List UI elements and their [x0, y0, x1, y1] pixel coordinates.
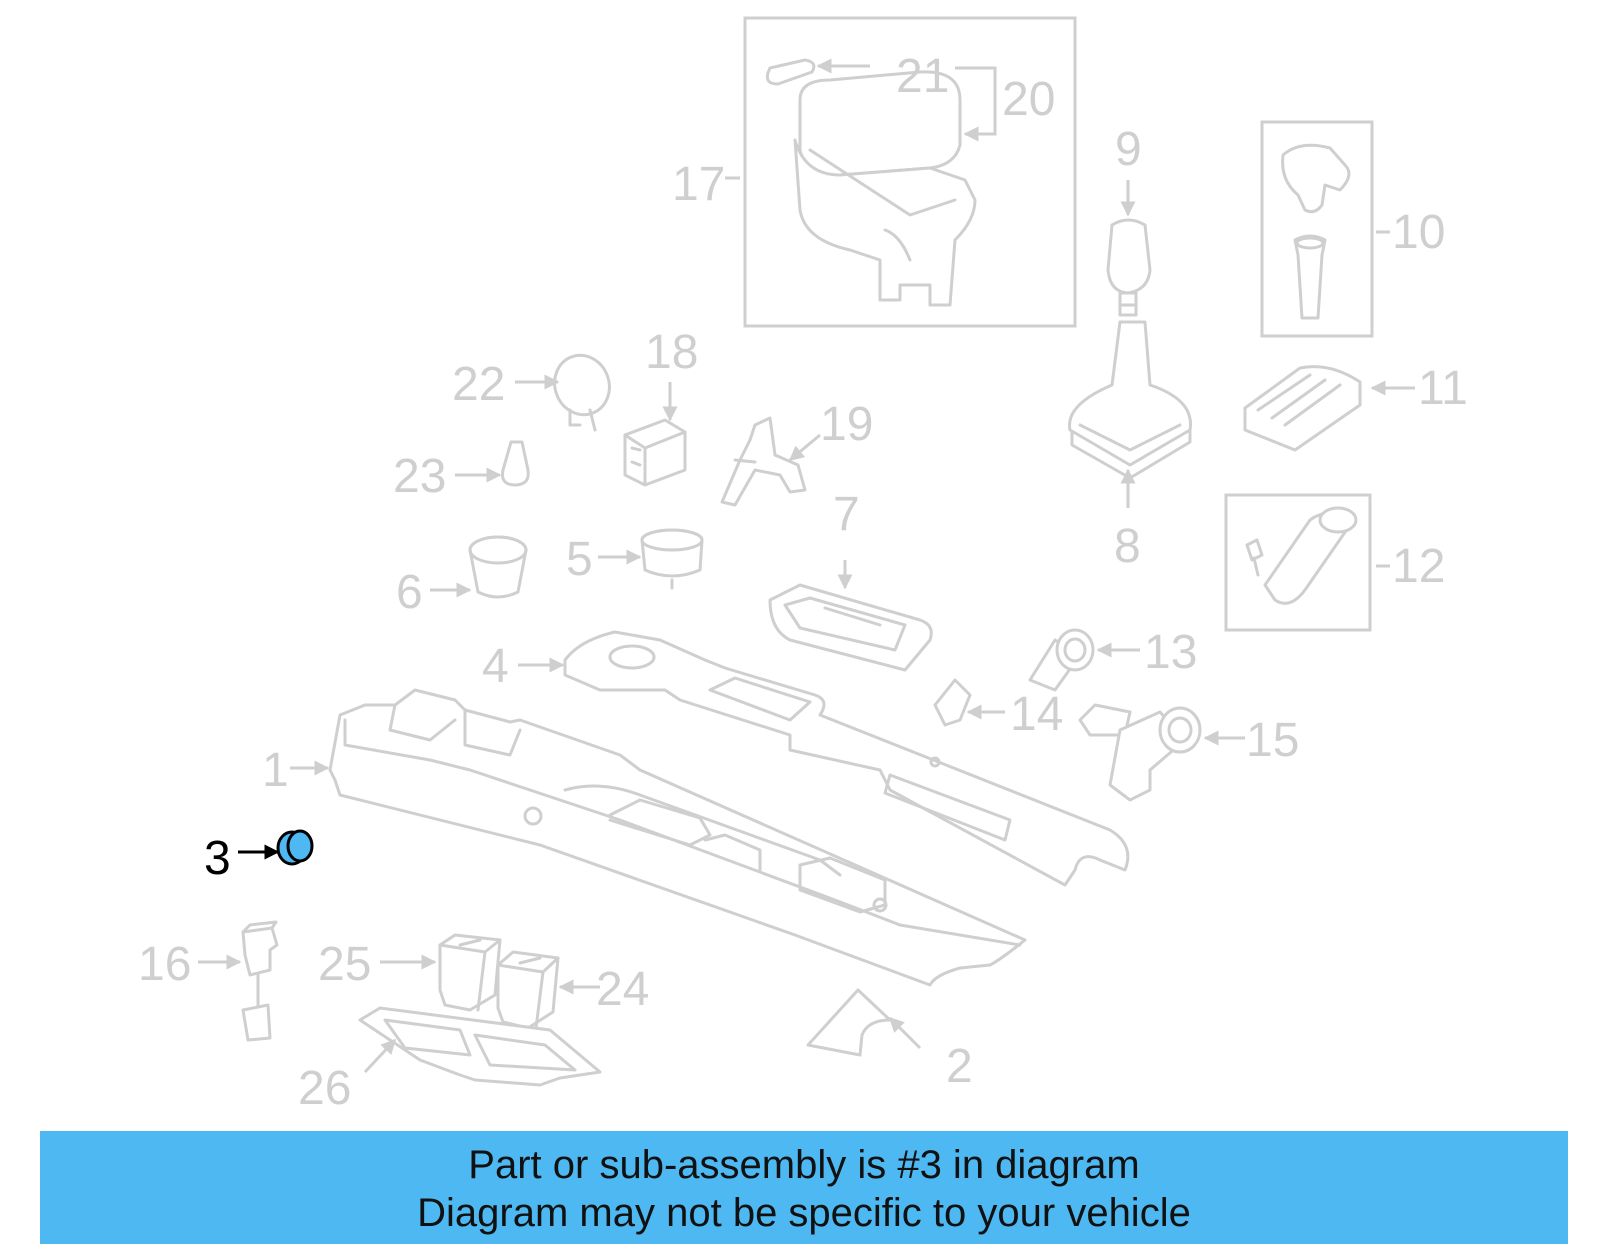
callout-3-highlighted: 3	[204, 832, 231, 885]
callout-22: 22	[452, 358, 505, 411]
part-6-cup-holder	[468, 535, 528, 599]
callout-12: 12	[1392, 540, 1445, 593]
part-18-switch	[623, 418, 687, 487]
part-11-shift-indicator	[1243, 365, 1362, 452]
callout-14: 14	[1010, 688, 1063, 741]
callout-21: 21	[896, 50, 949, 103]
callout-17: 17	[672, 158, 725, 211]
part-22-cap	[553, 353, 611, 432]
callout-6: 6	[396, 566, 423, 619]
part-4-console-trim	[563, 630, 1130, 887]
part-23-plug	[501, 440, 530, 487]
callout-24: 24	[596, 963, 649, 1016]
callout-8: 8	[1114, 520, 1141, 573]
callout-23: 23	[393, 450, 446, 503]
part-1-center-console	[328, 688, 1027, 987]
part-2-trim-piece	[806, 988, 892, 1057]
part-3-plug-highlighted	[276, 829, 314, 866]
callout-25: 25	[318, 938, 371, 991]
part-15-socket-assembly	[1078, 703, 1202, 802]
part-5-cup-insert	[640, 528, 704, 590]
part-7-storage-tray	[768, 583, 933, 672]
callout-9: 9	[1115, 123, 1142, 176]
part-9-shift-knob	[1106, 218, 1152, 317]
callout-10: 10	[1392, 206, 1445, 259]
part-8-shift-boot	[1068, 320, 1192, 480]
callout-19: 19	[820, 398, 873, 451]
part-13-socket	[1028, 628, 1095, 692]
part-16-switch-harness	[241, 920, 279, 1042]
callout-1: 1	[262, 744, 289, 797]
callout-5: 5	[566, 533, 593, 586]
banner-line-part-number: Part or sub-assembly is #3 in diagram	[468, 1143, 1140, 1187]
banner-line-disclaimer: Diagram may not be specific to your vehi…	[417, 1191, 1191, 1235]
part-10-shift-knob-kit	[1260, 120, 1374, 338]
callout-16: 16	[138, 938, 191, 991]
callout-13: 13	[1144, 626, 1197, 679]
info-banner: Part or sub-assembly is #3 in diagram Di…	[40, 1131, 1568, 1244]
callout-7: 7	[833, 488, 860, 541]
callout-18: 18	[645, 326, 698, 379]
callout-11: 11	[1418, 362, 1468, 415]
part-19-bracket	[720, 416, 807, 507]
callout-20: 20	[1002, 73, 1055, 126]
callout-4: 4	[482, 640, 509, 693]
part-17-armrest	[743, 16, 1077, 328]
callout-2: 2	[946, 1040, 973, 1093]
part-25-switch	[438, 933, 502, 1012]
part-24-switch	[496, 950, 560, 1030]
part-26-switch-bezel	[358, 1006, 602, 1087]
callout-26: 26	[298, 1062, 351, 1115]
part-14-clip	[933, 678, 972, 727]
part-12-shifter-assembly	[1224, 493, 1372, 632]
callout-15: 15	[1246, 714, 1299, 767]
